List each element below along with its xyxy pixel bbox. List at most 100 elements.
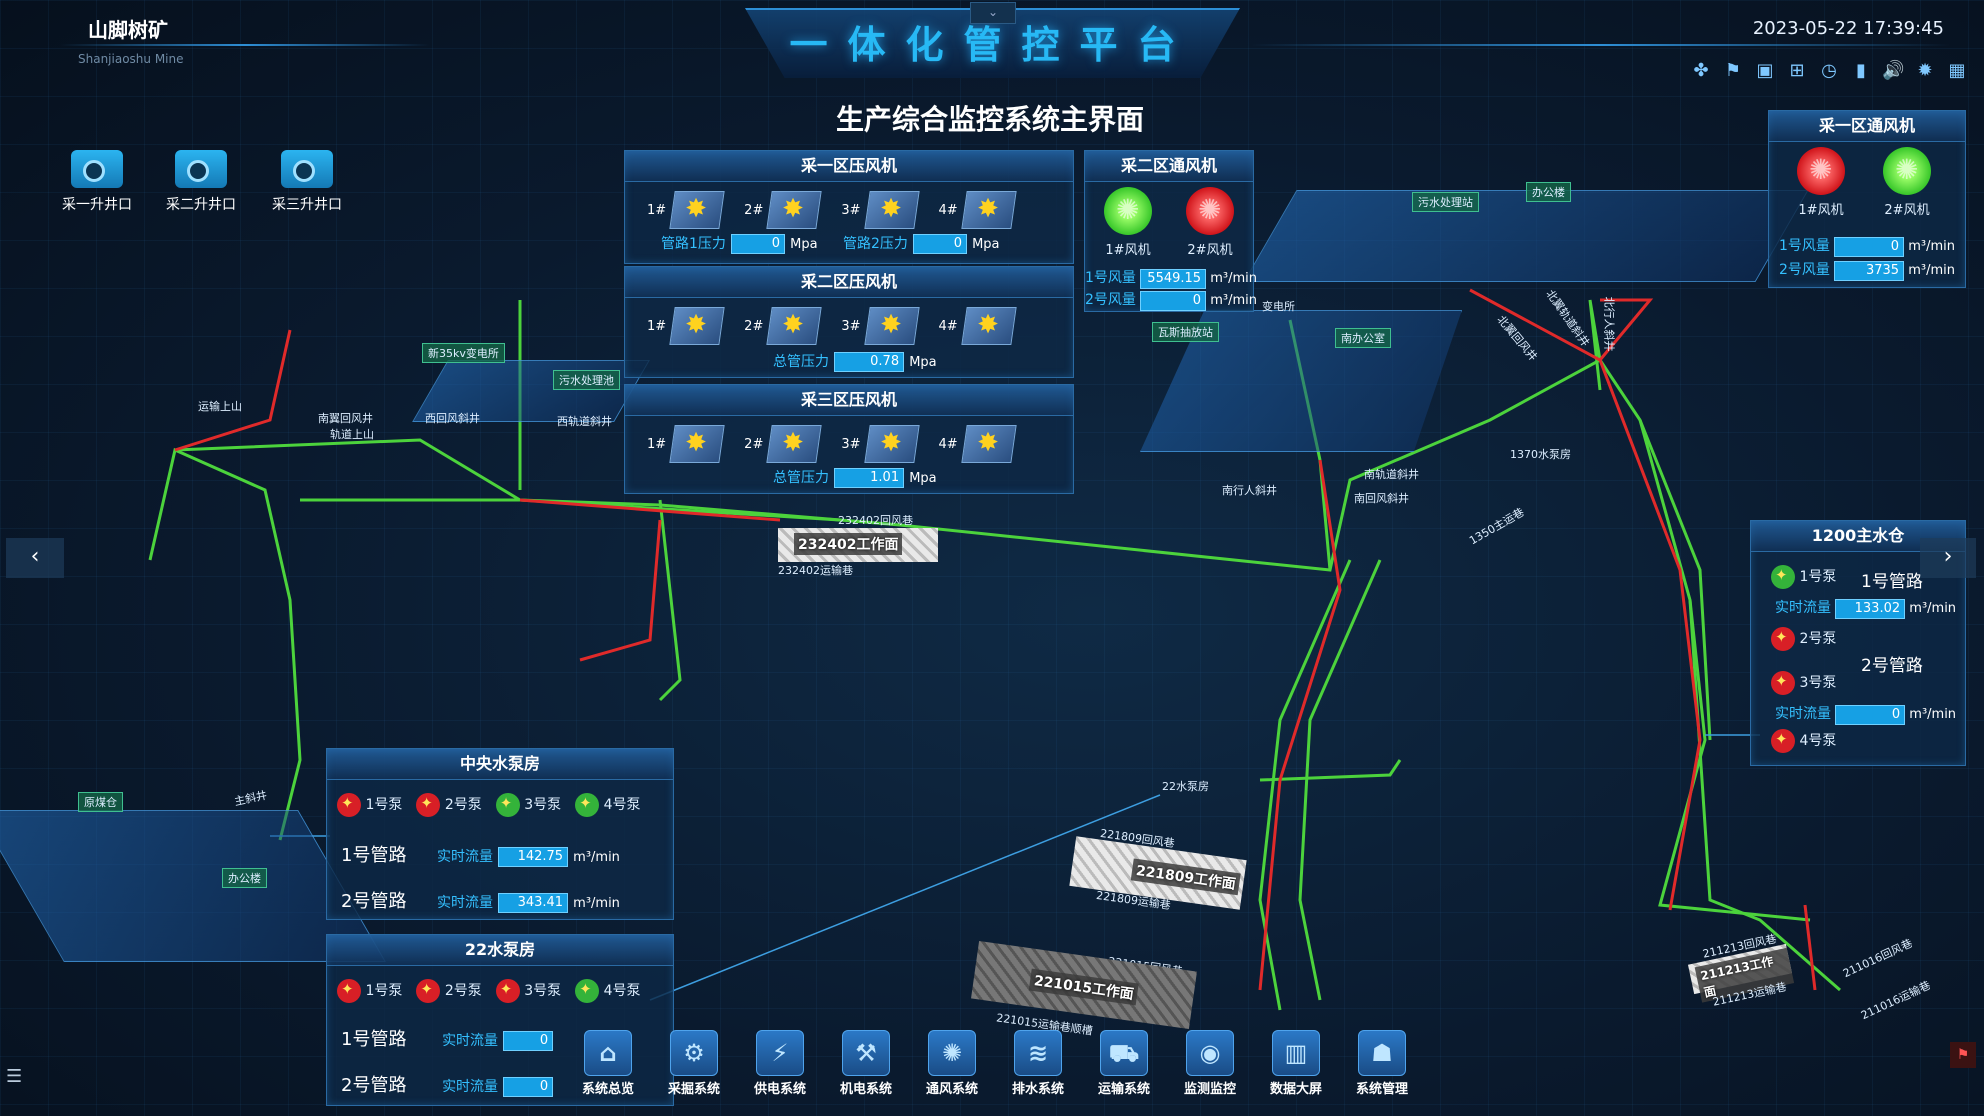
menu-icon[interactable]: ☰ bbox=[6, 1066, 23, 1087]
pump-house-22-panel[interactable]: 22水泵房 1号泵 2号泵 3号泵 4号泵 1号管路 实时流量 0 2号管路 实… bbox=[326, 934, 674, 1106]
unit-label: 4# bbox=[938, 202, 958, 218]
pump-4[interactable]: 4号泵 bbox=[575, 793, 641, 817]
flow-unit: m³/min bbox=[1909, 601, 1957, 616]
sump-1200-panel[interactable]: 1200主水仓 1号泵 1号管路 实时流量 133.02 m³/min 2号泵 … bbox=[1750, 520, 1966, 766]
fan-unit-1[interactable]: 1#风机 bbox=[1103, 187, 1153, 258]
map-label: 西轨道斜井 bbox=[557, 415, 612, 428]
workface-232402[interactable]: 232402工作面 bbox=[778, 528, 938, 562]
panel-title: 采一区通风机 bbox=[1769, 111, 1965, 142]
unit-label: 3# bbox=[841, 436, 861, 452]
roadway-green bbox=[1688, 599, 1841, 992]
flow1-label: 1号风量 bbox=[1085, 270, 1136, 286]
map-label[interactable]: 办公楼 bbox=[222, 868, 267, 888]
compressor-unit[interactable]: 1# bbox=[647, 191, 725, 229]
shaft-camera-3[interactable]: 采三升井口 bbox=[262, 150, 352, 214]
compressor-unit[interactable]: 1# bbox=[647, 307, 725, 345]
pressure-row: 总管压力 1.01 Mpa bbox=[773, 467, 937, 488]
map-label: 南轨道斜井 bbox=[1364, 468, 1419, 481]
compressor-unit[interactable]: 1# bbox=[647, 425, 725, 463]
pump-4[interactable]: 4号泵 bbox=[1771, 729, 1836, 753]
map-label[interactable]: 污水处理站 bbox=[1412, 192, 1479, 212]
nav-label: 运输系统 bbox=[1097, 1082, 1150, 1097]
flow-unit: m³/min bbox=[1210, 271, 1257, 286]
flag-icon[interactable]: ⚑ bbox=[1950, 1042, 1976, 1068]
flow-unit: m³/min bbox=[1908, 239, 1955, 254]
flag-icon[interactable]: ⚑ bbox=[1724, 60, 1742, 81]
nav-transport-system[interactable]: ⛟运输系统 bbox=[1088, 1030, 1160, 1106]
fan-unit-2[interactable]: 2#风机 bbox=[1879, 147, 1935, 218]
nav-ventilation-system[interactable]: ✺通风系统 bbox=[916, 1030, 988, 1106]
pump-2[interactable]: 2号泵 bbox=[416, 793, 482, 817]
pump-label: 2号泵 bbox=[1799, 631, 1837, 647]
network-icon[interactable]: ✤ bbox=[1693, 60, 1709, 81]
flow1-value: 133.02 bbox=[1835, 598, 1906, 619]
chart-icon[interactable]: ▮ bbox=[1856, 60, 1866, 81]
volume-icon[interactable]: 🔊 bbox=[1882, 60, 1905, 81]
map-label[interactable]: 污水处理池 bbox=[553, 370, 620, 390]
light-icon[interactable]: ✹ bbox=[1917, 60, 1933, 81]
pump-label: 1号泵 bbox=[365, 797, 403, 813]
roadway-green bbox=[1258, 559, 1352, 1011]
compressor-unit[interactable]: 4# bbox=[938, 191, 1017, 229]
map-label[interactable]: 瓦斯抽放站 bbox=[1152, 322, 1219, 342]
monitor-icon[interactable]: ▣ bbox=[1756, 60, 1774, 81]
pump-2[interactable]: 2号泵 bbox=[416, 979, 482, 1003]
flow-unit: m³/min bbox=[1908, 263, 1955, 278]
pump-label: 4号泵 bbox=[603, 797, 641, 813]
nav-system-overview[interactable]: ⌂系统总览 bbox=[572, 1030, 644, 1106]
compressor-unit[interactable]: 2# bbox=[744, 191, 823, 229]
nav-mining-system[interactable]: ⚙采掘系统 bbox=[658, 1030, 730, 1106]
roadway-green bbox=[1638, 419, 1712, 741]
map-label: 变电所 bbox=[1262, 300, 1295, 313]
pump-3[interactable]: 3号泵 bbox=[495, 979, 561, 1003]
compressor-unit[interactable]: 3# bbox=[841, 191, 920, 229]
compressor-unit[interactable]: 2# bbox=[744, 307, 823, 345]
fan-unit-1[interactable]: 1#风机 bbox=[1793, 147, 1849, 218]
nav-drainage-system[interactable]: ≋排水系统 bbox=[1002, 1030, 1074, 1106]
pump-4[interactable]: 4号泵 bbox=[575, 979, 641, 1003]
pump-3[interactable]: 3号泵 bbox=[495, 793, 561, 817]
compressor-unit[interactable]: 4# bbox=[939, 425, 1017, 463]
nav-monitoring[interactable]: ◉监测监控 bbox=[1174, 1030, 1246, 1106]
compressor-panel-zone2[interactable]: 采二区压风机 1# 2# 3# 4# 总管压力 0.78 Mpa bbox=[624, 266, 1074, 378]
ventilator-panel-zone2[interactable]: 采二区通风机 1#风机 2#风机 1号风量 5549.15 m³/min 2号风… bbox=[1084, 150, 1257, 312]
nav-system-admin[interactable]: ☗系统管理 bbox=[1346, 1030, 1418, 1106]
compressor-panel-zone3[interactable]: 采三区压风机 1# 2# 3# 4# 总管压力 1.01 Mpa bbox=[624, 384, 1074, 494]
map-label[interactable]: 原煤仓 bbox=[78, 792, 123, 812]
ventilator-panel-zone1[interactable]: 采一区通风机 1#风机 2#风机 1号风量 0 m³/min 2号风量 3735… bbox=[1768, 110, 1966, 288]
header-collapse-button[interactable]: ⌄ bbox=[970, 2, 1016, 24]
compressor-unit[interactable]: 4# bbox=[939, 307, 1017, 345]
map-label[interactable]: 新35kv变电所 bbox=[422, 343, 505, 363]
compressor-unit[interactable]: 2# bbox=[744, 425, 823, 463]
central-pump-house-panel[interactable]: 中央水泵房 1号泵 2号泵 3号泵 4号泵 1号管路 实时流量 142.75 m… bbox=[326, 748, 674, 920]
shaft-camera-1[interactable]: 采一升井口 bbox=[52, 150, 142, 214]
compressor-panel-zone1[interactable]: 采一区压风机 1# 2# 3# 4# 管路1压力 0 Mpa 管路2压力 0 M… bbox=[624, 150, 1074, 264]
clock-icon[interactable]: ◷ bbox=[1821, 60, 1837, 81]
fan-unit-2[interactable]: 2#风机 bbox=[1185, 187, 1235, 258]
fan-icon: ✺ bbox=[928, 1030, 976, 1076]
screens-icon[interactable]: ⊞ bbox=[1789, 60, 1805, 81]
pump-1[interactable]: 1号泵 bbox=[337, 979, 402, 1003]
nav-power-system[interactable]: ⚡供电系统 bbox=[744, 1030, 816, 1106]
compressor-unit[interactable]: 3# bbox=[841, 307, 920, 345]
nav-electromech-system[interactable]: ⚒机电系统 bbox=[830, 1030, 902, 1106]
total-pressure-label: 总管压力 bbox=[773, 354, 829, 370]
compressor-unit[interactable]: 3# bbox=[841, 425, 920, 463]
map-label: 232402回风巷 bbox=[838, 514, 913, 527]
apps-icon[interactable]: ▦ bbox=[1948, 60, 1966, 81]
pump-2[interactable]: 2号泵 bbox=[1771, 627, 1836, 651]
map-label[interactable]: 办公楼 bbox=[1526, 182, 1571, 202]
pump-3[interactable]: 3号泵 bbox=[1771, 671, 1836, 695]
map-label[interactable]: 南办公室 bbox=[1335, 328, 1391, 348]
flow-unit: m³/min bbox=[1210, 293, 1257, 308]
pipe2-label: 2号管路 bbox=[1861, 656, 1923, 676]
pump-1[interactable]: 1号泵 bbox=[337, 793, 402, 817]
datetime: 2023-05-22 17:39:45 bbox=[1752, 18, 1944, 39]
nav-data-screen[interactable]: ▥数据大屏 bbox=[1260, 1030, 1332, 1106]
next-page-button[interactable]: › bbox=[1920, 538, 1976, 578]
pump-1[interactable]: 1号泵 bbox=[1771, 565, 1836, 589]
shaft-camera-2[interactable]: 采二升井口 bbox=[156, 150, 246, 214]
roadway-red bbox=[174, 329, 292, 452]
pipe1-pressure-label: 管路1压力 bbox=[661, 236, 726, 252]
prev-page-button[interactable]: ‹ bbox=[6, 538, 64, 578]
